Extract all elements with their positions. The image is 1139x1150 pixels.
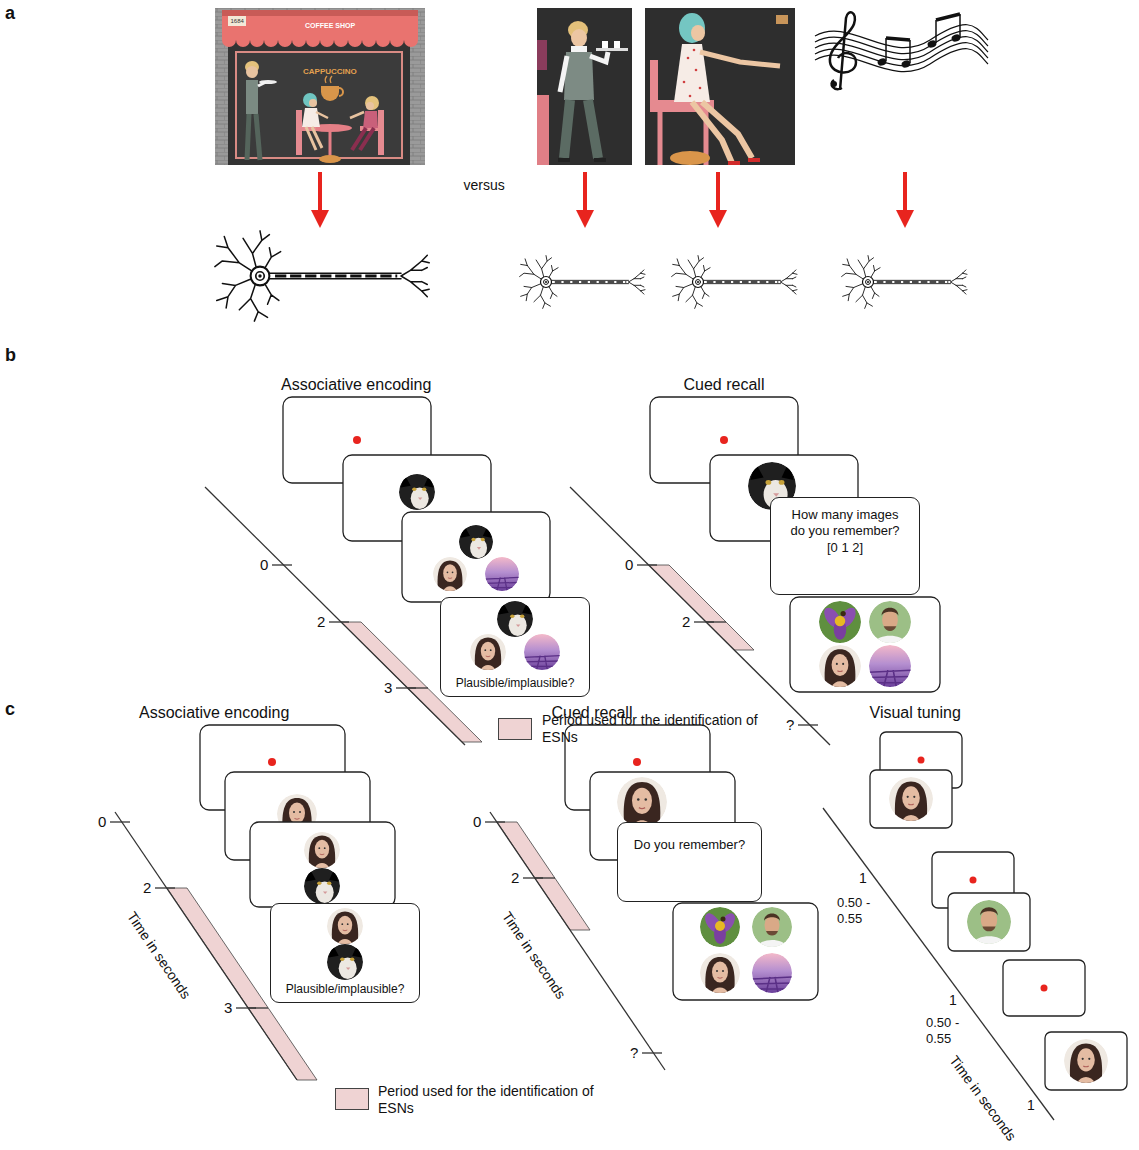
time-tick: 2: [682, 613, 690, 631]
time-tick: 2: [511, 869, 519, 887]
axis-label: Time in seconds: [123, 908, 194, 1001]
time-tick: 0: [98, 813, 106, 831]
duration-label: 1: [859, 870, 867, 887]
legend-swatch: [335, 1088, 369, 1110]
time-tick: 0: [625, 556, 633, 574]
shop-window-text: CAPPUCCINO: [303, 67, 357, 77]
task-title: Associative encoding: [281, 375, 431, 394]
screen-box: Do you remember?: [617, 822, 762, 902]
legend-swatch: [498, 718, 532, 740]
shop-sign: COFFEE SHOP: [305, 22, 355, 30]
red-arrows: [311, 172, 914, 228]
panel-letter: c: [5, 699, 15, 721]
screen-box: Plausible/implausible?: [270, 903, 420, 1003]
time-tick: ?: [786, 716, 794, 734]
timelines: [110, 487, 1054, 1120]
screen-text: Do you remember?: [634, 837, 745, 853]
screen-text: Plausible/implausible?: [456, 676, 575, 691]
comparison-word: versus: [464, 177, 505, 194]
time-tick: ?: [630, 1044, 638, 1062]
woman-crop: [645, 8, 795, 165]
legend-text: Period used for the identification of ES…: [542, 712, 774, 746]
analysis-period-band: [649, 565, 754, 650]
axis-label: Time in seconds: [498, 908, 569, 1001]
shop-number: 1684: [231, 18, 244, 25]
duration-label: 1: [949, 992, 957, 1009]
waiter-crop: [537, 8, 632, 165]
legend-text: Period used for the identification of ES…: [378, 1083, 610, 1117]
neuron-symbols: [215, 231, 967, 321]
time-tick: 0: [473, 813, 481, 831]
axis-label: Time in seconds: [945, 1052, 1019, 1144]
duration-label: 1: [1027, 1097, 1035, 1114]
task-title: Visual tuning: [870, 703, 961, 722]
screen-text: How many images do you remember? [0 1 2]: [787, 507, 903, 556]
music-notes: [815, 12, 988, 90]
duration-label: 0.50 - 0.55: [837, 895, 881, 926]
screen-box: Plausible/implausible?: [440, 597, 590, 697]
coffee-shop-illustration: [215, 8, 425, 165]
panel-letter: a: [5, 3, 15, 25]
duration-label: 0.50 - 0.55: [926, 1015, 970, 1046]
screen-box: How many images do you remember? [0 1 2]: [770, 497, 920, 595]
time-tick: 3: [224, 999, 232, 1017]
task-title: Associative encoding: [139, 703, 289, 722]
time-tick: 2: [317, 613, 325, 631]
time-tick: 0: [260, 556, 268, 574]
task-title: Cued recall: [684, 375, 765, 394]
screen-text: Plausible/implausible?: [286, 982, 405, 997]
panel-letter: b: [5, 345, 16, 367]
screens: [200, 397, 1127, 1090]
time-tick: 3: [384, 679, 392, 697]
time-tick: 2: [143, 879, 151, 897]
